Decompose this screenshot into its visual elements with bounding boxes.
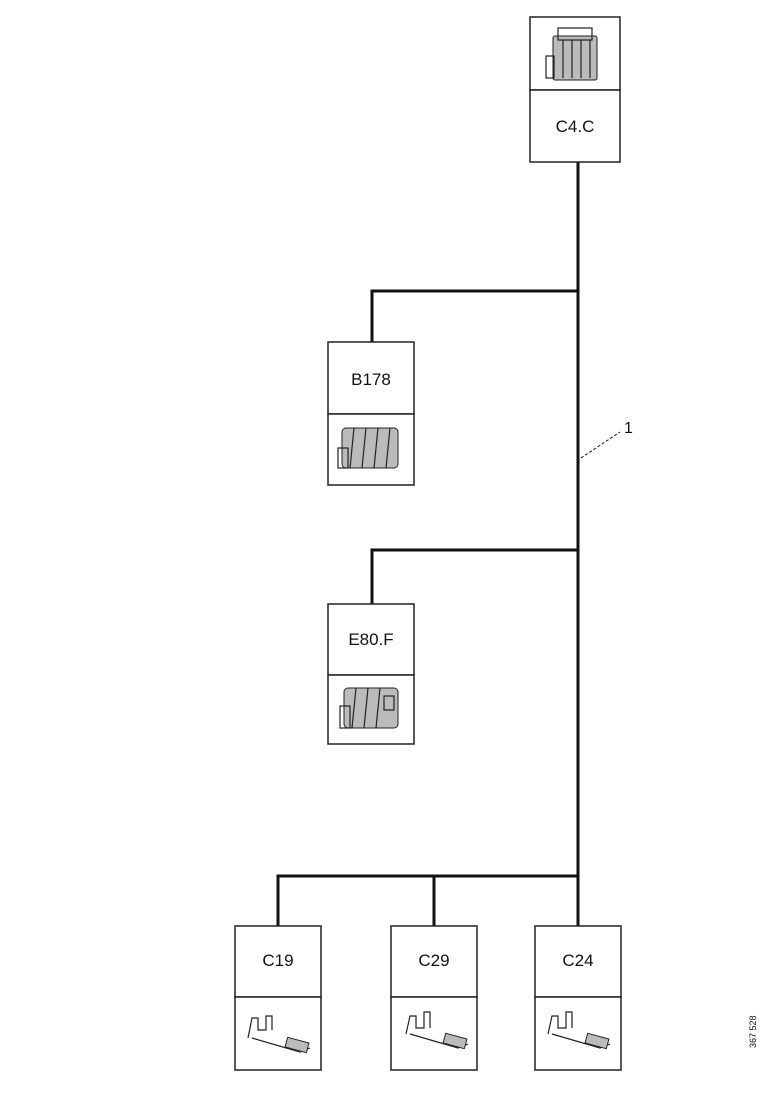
connector-c4c-label-box <box>529 89 621 163</box>
connector-c19-label: C19 <box>262 951 293 970</box>
connector-b178-label-box <box>327 341 415 415</box>
connector-e80f-label: E80.F <box>348 630 393 649</box>
connector-c29-label-box <box>390 925 478 998</box>
connector-c29: C29 <box>390 925 478 1071</box>
connector-e80f: E80.F <box>327 603 415 745</box>
callout-number: 1 <box>624 420 633 437</box>
branch-wire-b178 <box>370 289 580 344</box>
connector-b178: B178 <box>327 341 415 486</box>
connector-c19-image-box <box>234 996 322 1071</box>
connector-b178-label: B178 <box>351 370 391 389</box>
connector-c19: C19 <box>234 925 322 1071</box>
connector-housing-icon <box>545 27 598 81</box>
connector-c19-label-box <box>234 925 322 998</box>
connector-c4c-label: C4.C <box>556 117 595 136</box>
terminal-pin-icon <box>247 1015 311 1054</box>
connector-c24-label-box <box>534 925 622 998</box>
callout-leader-line <box>580 431 621 459</box>
connector-c29-label: C29 <box>418 951 449 970</box>
connector-e80f-label-box <box>327 603 415 676</box>
wire-harness <box>276 160 580 928</box>
branch-wire-e80f <box>370 548 580 606</box>
connector-c4c: C4.C <box>529 16 621 163</box>
connector-c24-image-box <box>534 996 622 1071</box>
terminal-pin-icon <box>405 1011 469 1050</box>
connector-c24-label: C24 <box>562 951 593 970</box>
reference-code: 367 528 <box>748 1015 758 1048</box>
connector-c29-image-box <box>390 996 478 1071</box>
connector-housing-icon <box>337 427 399 469</box>
connector-housing-icon <box>339 687 399 729</box>
callout-1: 1 <box>580 420 633 459</box>
connector-c24: C24 <box>534 925 622 1071</box>
terminal-pin-icon <box>547 1011 611 1050</box>
